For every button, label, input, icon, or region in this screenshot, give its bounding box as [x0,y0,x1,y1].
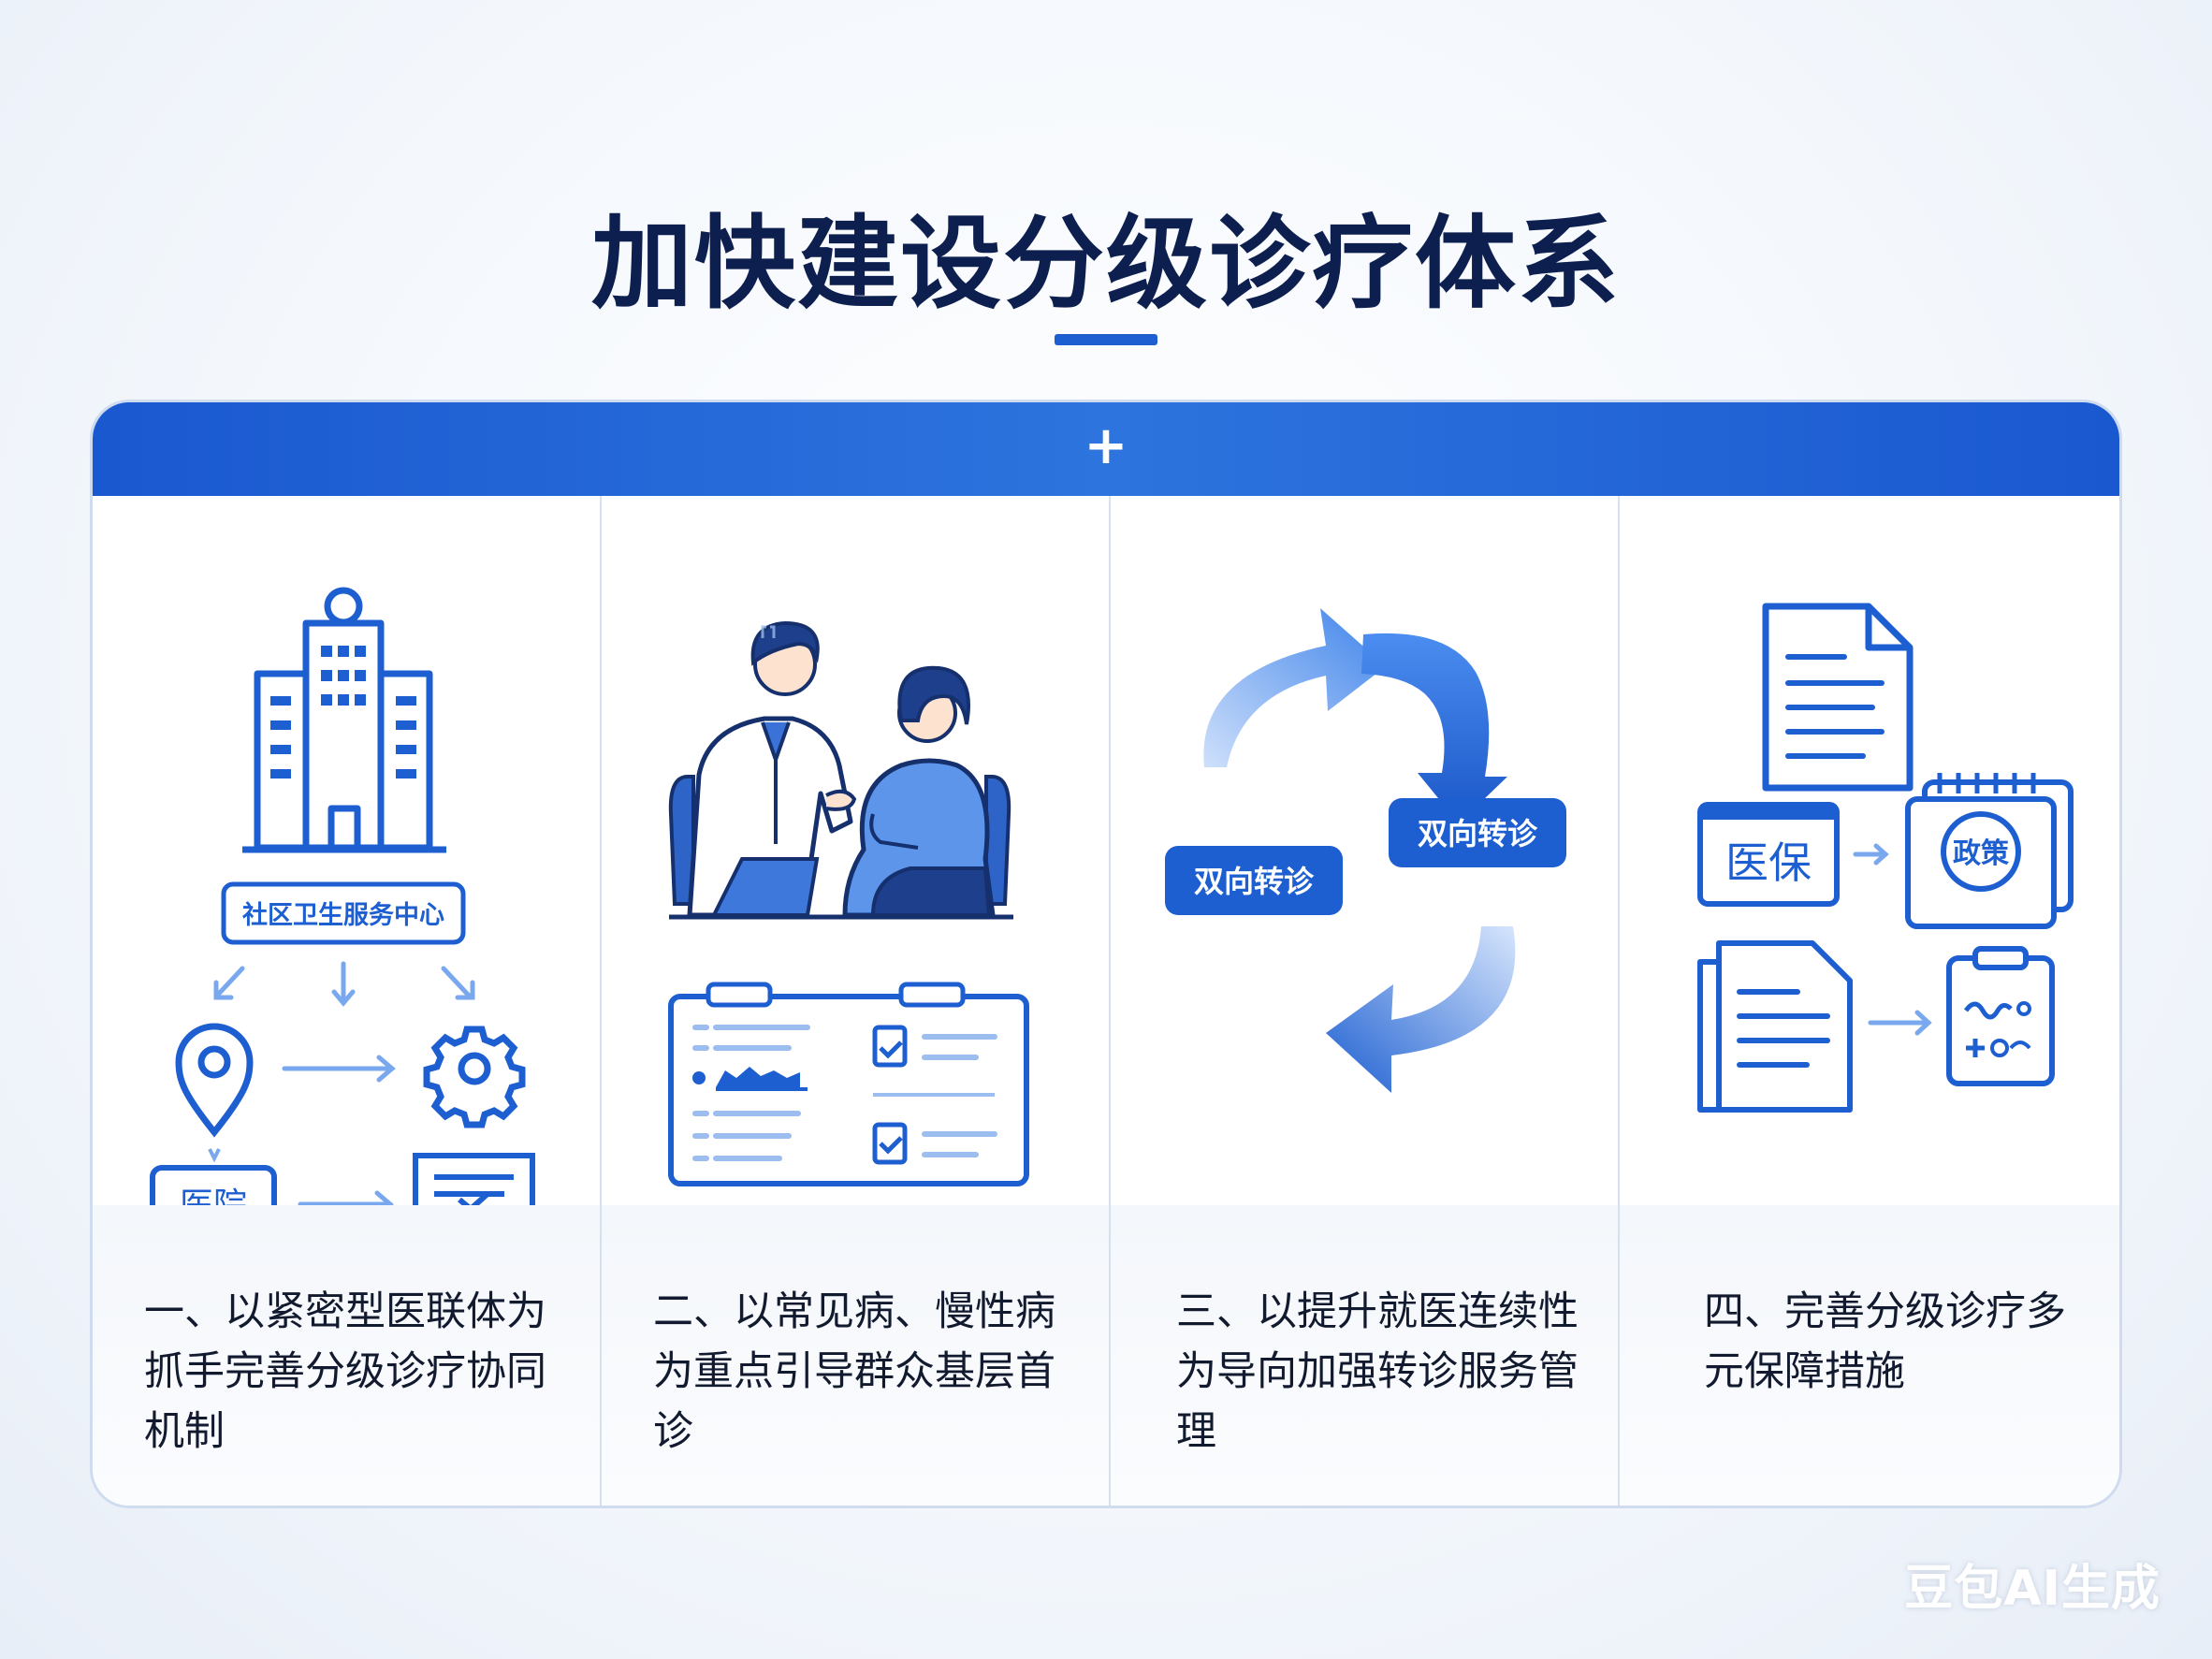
column-divider [600,496,602,1506]
referral-badge-top [1389,798,1566,867]
arrow-right-icon [282,1055,396,1083]
insurance-label: 医保 [1725,837,1812,888]
panel-header-bar: + [93,402,2119,496]
notebook-icon [1905,773,2074,929]
files-icon [1697,940,1853,1113]
column-divider [1109,496,1111,1506]
community-center-label-box [221,881,466,945]
column-medical-alliance: 社区卫生服务中心 医 [93,496,601,1506]
column-1-text: 一、以紧密型医联体为抓手完善分级诊疗协同机制 [144,1288,546,1455]
gear-icon [423,1026,526,1128]
column-text-area [1111,1205,1619,1506]
policy-label: 政策 [1953,837,2009,870]
medical-alliance-illustration: 社区卫生服务中心 医 [150,587,535,1205]
column-3-text: 三、以提升就医连续性为导向加强转诊服务管理 [1176,1288,1579,1455]
branch-arrows [213,961,475,1007]
referral-illustration: 双向转诊 双向转诊 [1165,608,1566,1093]
circular-arrows-icon [1203,608,1516,1093]
page-title: 加快建设分级诊疗体系 [590,206,1621,323]
column-text-area [602,1205,1110,1506]
hospital-label: 医院 [180,1186,247,1205]
watermark: 豆包AI生成 [1904,1561,2161,1617]
column-divider [1618,496,1620,1506]
primary-care-illustration [668,620,1029,1186]
document-check-icon [413,1153,535,1205]
doctor-patient-consultation-icon [668,620,1013,920]
column-2-text: 二、以常见病、慢性病为重点引导群众基层首诊 [653,1288,1055,1455]
referral-badge-bottom [1165,846,1343,915]
checklist-icon [872,1025,908,1165]
content-panel: + 社区卫生服务中心 [90,400,2122,1508]
column-referral: 双向转诊 双向转诊 三、以提升就医连续性为导向加强转诊服务管理 [1111,496,1619,1506]
column-4-text: 四、完善分级诊疗多元保障措施 [1704,1288,2066,1395]
title-underline [1055,334,1157,345]
column-safeguards: 医保 政策 [1620,496,2119,1506]
arrow-right-icon [1868,1010,1932,1036]
clipboard-icon [1946,946,2055,1086]
referral-label-bottom: 双向转诊 [1194,864,1315,899]
column-text-area [93,1205,601,1506]
referral-label-top: 双向转诊 [1418,816,1538,851]
safeguards-illustration: 医保 政策 [1697,603,2074,1113]
hospital-label-icon [150,1165,277,1205]
column-text-area [1620,1205,2119,1506]
community-center-label: 社区卫生服务中心 [242,900,444,930]
hospital-building-icon [242,587,446,853]
location-pin-icon [175,1023,254,1138]
column-primary-care: 二、以常见病、慢性病为重点引导群众基层首诊 [602,496,1110,1506]
arrow-right-icon [298,1190,394,1205]
arrow-right-icon [1853,843,1889,866]
document-icon [1762,603,1914,792]
medical-record-board-icon [668,982,1029,1186]
plus-icon: + [1084,415,1128,476]
